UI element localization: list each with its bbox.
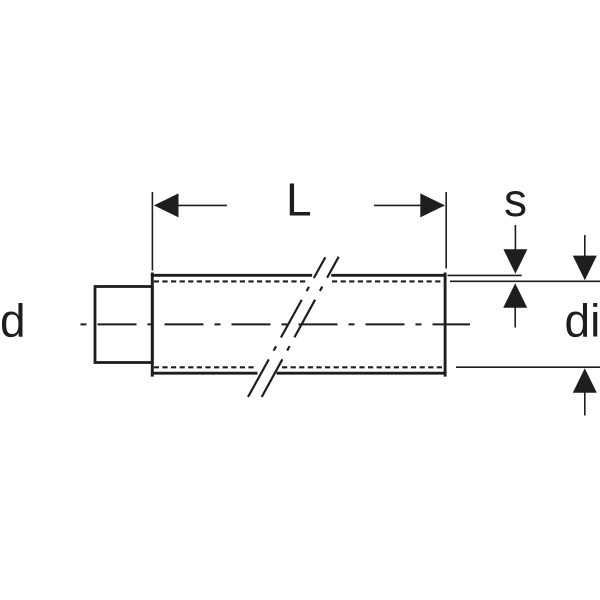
svg-text:s: s xyxy=(504,174,527,226)
svg-text:di: di xyxy=(565,294,600,346)
svg-text:d: d xyxy=(0,295,26,347)
svg-text:L: L xyxy=(286,174,312,226)
